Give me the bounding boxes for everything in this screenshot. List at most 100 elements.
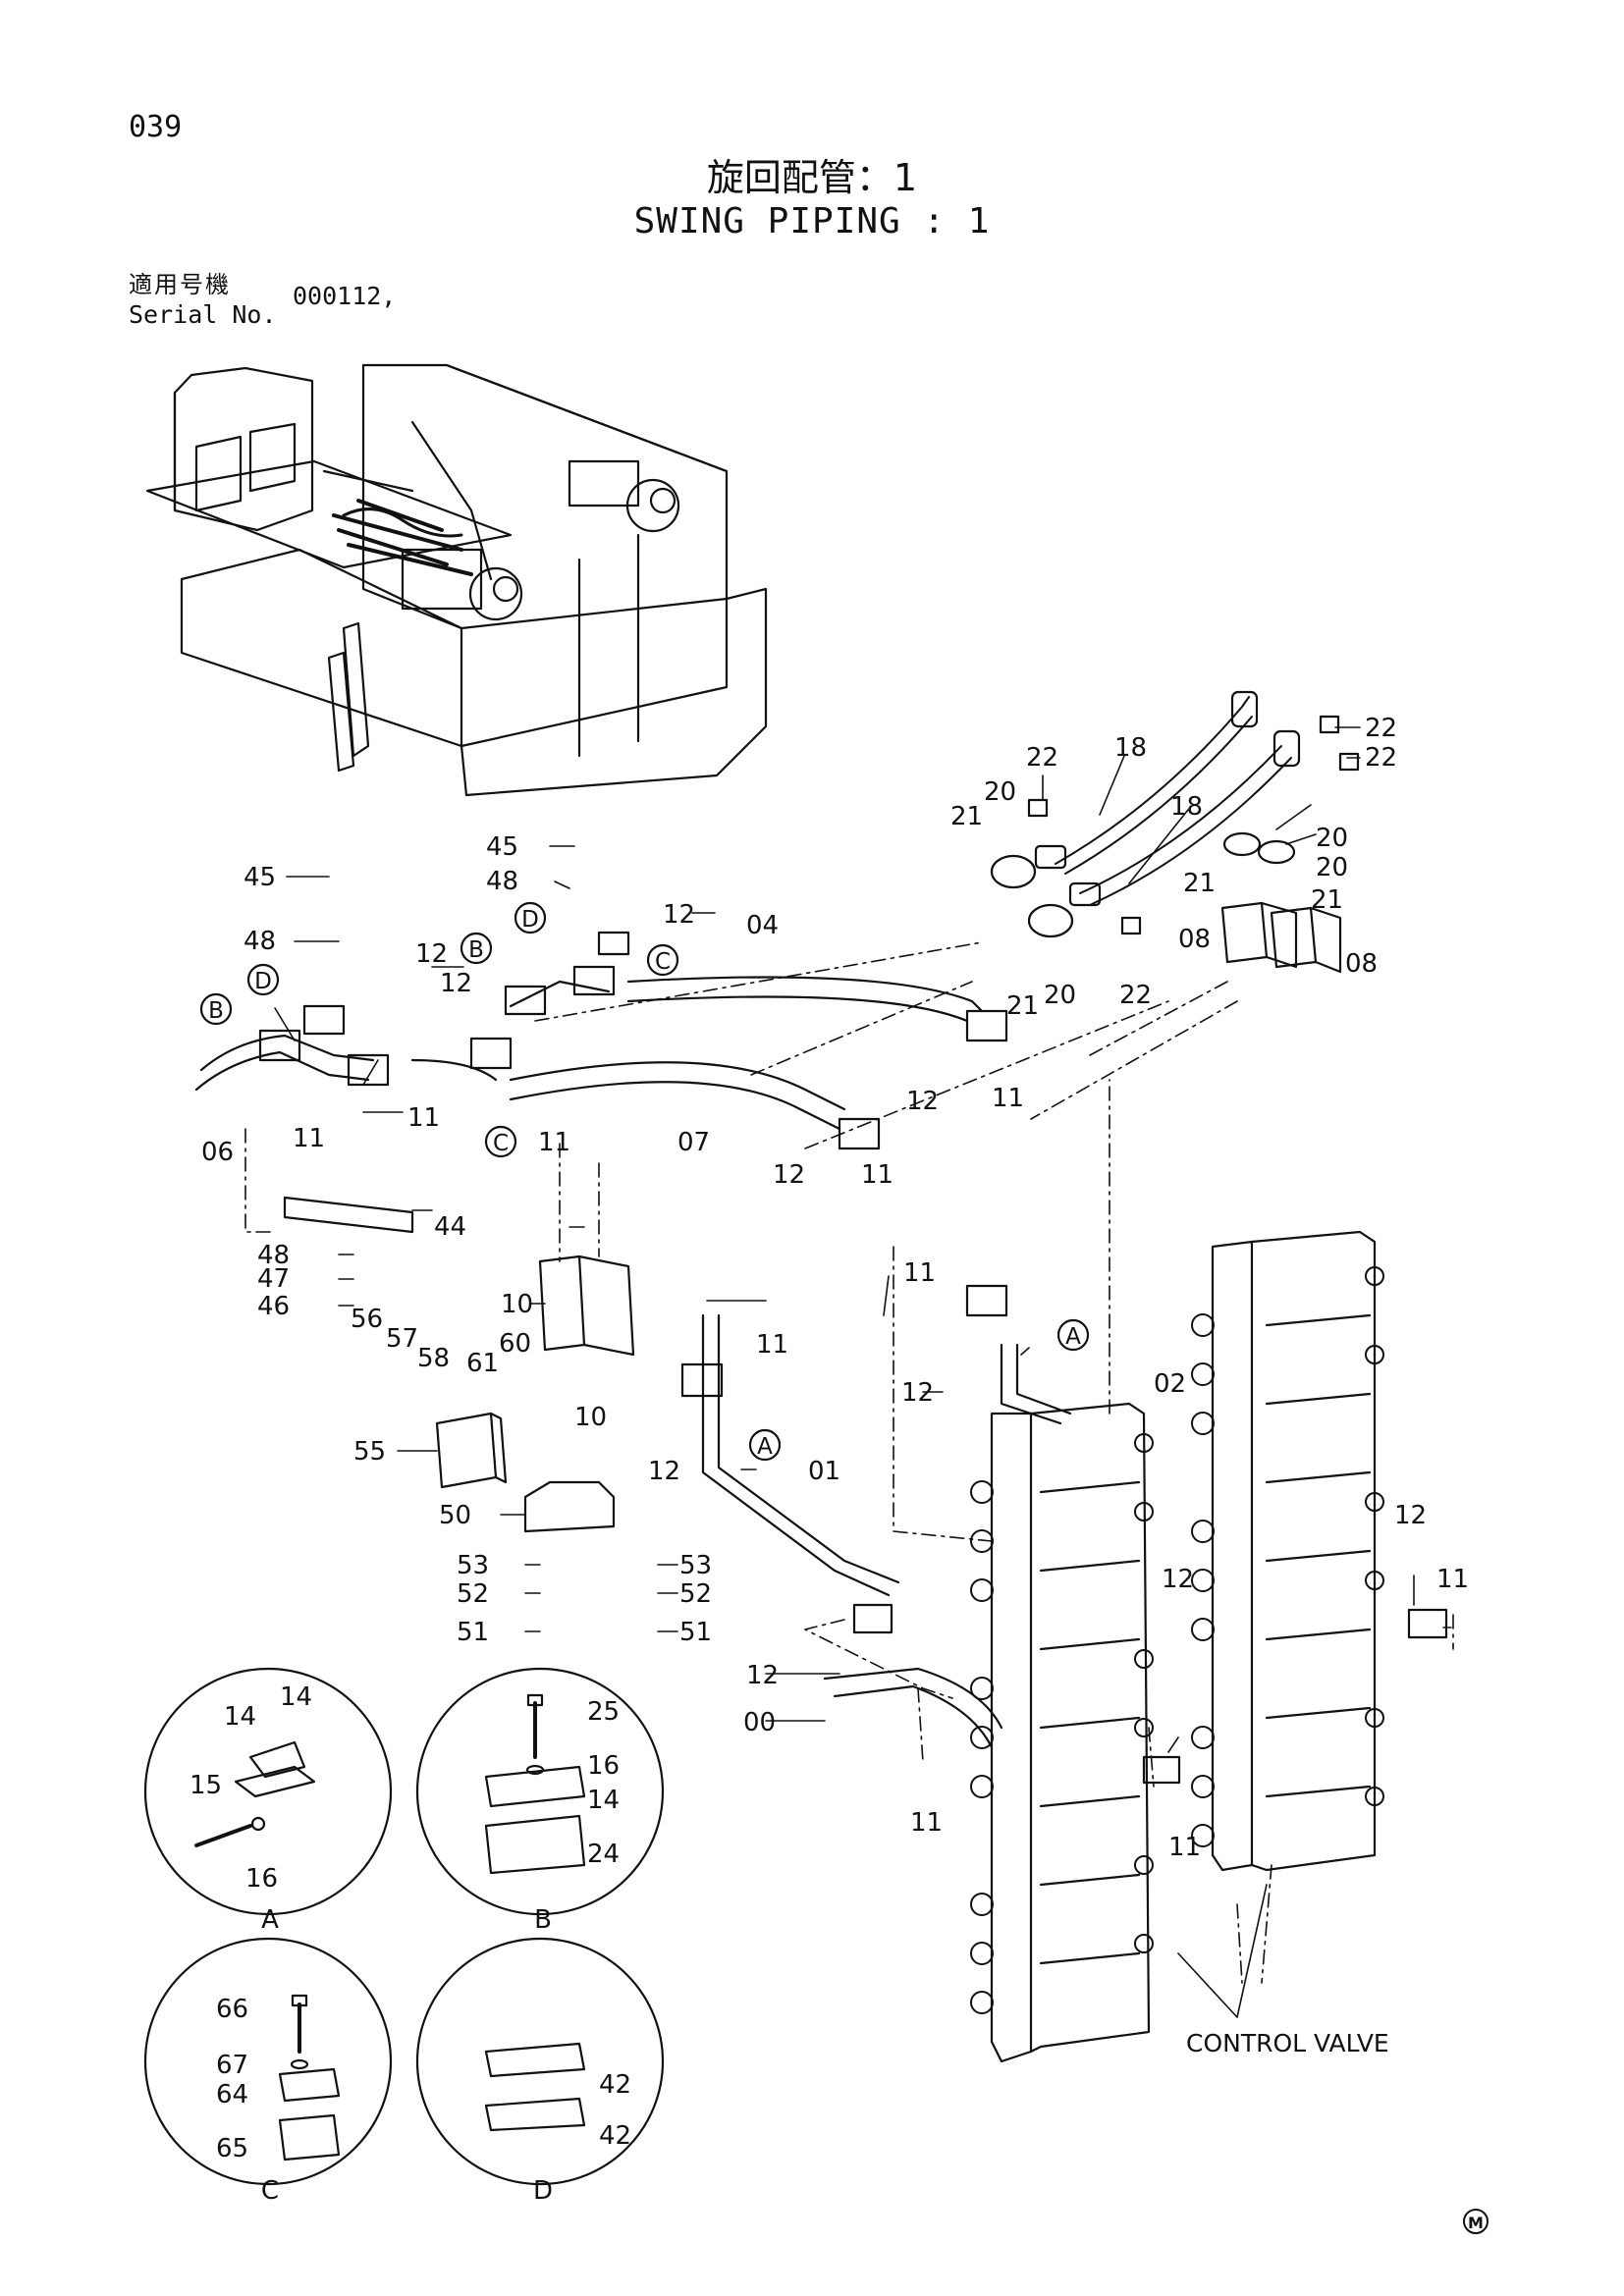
callout-a-upper: A bbox=[1065, 1324, 1081, 1350]
part-label-42: 42 bbox=[599, 2070, 631, 2100]
part-label-44: 44 bbox=[434, 1212, 466, 1242]
serial-label-jp: 適用号機 bbox=[129, 271, 231, 298]
callout-a-lower: A bbox=[757, 1434, 773, 1460]
part-label-64: 64 bbox=[216, 2080, 248, 2109]
part-label-15: 15 bbox=[189, 1771, 222, 1800]
part-label-11: 11 bbox=[903, 1258, 936, 1288]
part-label-12: 12 bbox=[1394, 1501, 1427, 1530]
part-label-04: 04 bbox=[746, 911, 779, 940]
part-label-14: 14 bbox=[587, 1786, 620, 1815]
part-label-22: 22 bbox=[1365, 714, 1397, 743]
detail-label-b: B bbox=[534, 1905, 552, 1935]
part-label-60: 60 bbox=[499, 1329, 531, 1359]
callout-circles: B D B D C C A A bbox=[199, 901, 1090, 1462]
part-label-66: 66 bbox=[216, 1995, 248, 2024]
callout-d-left: D bbox=[254, 969, 272, 994]
detail-view-b bbox=[415, 1667, 665, 1916]
part-label-12: 12 bbox=[648, 1457, 680, 1486]
part-label-51: 51 bbox=[679, 1618, 712, 1647]
detail-view-d bbox=[415, 1937, 665, 2186]
callout-b-left: B bbox=[208, 998, 224, 1024]
part-label-07: 07 bbox=[677, 1128, 710, 1157]
part-label-11: 11 bbox=[407, 1103, 440, 1133]
part-label-25: 25 bbox=[587, 1697, 620, 1727]
part-label-47: 47 bbox=[257, 1264, 290, 1294]
part-label-08: 08 bbox=[1345, 949, 1378, 979]
copyright-mark-letter: M bbox=[1468, 2214, 1484, 2232]
part-label-50: 50 bbox=[439, 1501, 471, 1530]
part-label-48: 48 bbox=[486, 867, 518, 896]
part-label-18: 18 bbox=[1170, 792, 1203, 822]
part-label-61: 61 bbox=[466, 1349, 499, 1378]
part-label-42: 42 bbox=[599, 2121, 631, 2151]
part-label-11: 11 bbox=[293, 1124, 325, 1153]
machine-overview-illustration bbox=[145, 363, 768, 797]
serial-label-en: Serial No. bbox=[129, 300, 277, 329]
part-label-11: 11 bbox=[756, 1330, 788, 1360]
part-label-14: 14 bbox=[280, 1682, 312, 1712]
part-label-20: 20 bbox=[1316, 824, 1348, 853]
part-label-11: 11 bbox=[538, 1128, 570, 1157]
main-pipes bbox=[194, 976, 1072, 1749]
part-label-12: 12 bbox=[440, 969, 472, 998]
control-valve-label: CONTROL VALVE bbox=[1186, 2029, 1389, 2057]
part-label-46: 46 bbox=[257, 1292, 290, 1321]
part-label-45: 45 bbox=[486, 832, 518, 862]
callout-d-mid: D bbox=[521, 907, 539, 933]
part-label-11: 11 bbox=[910, 1808, 943, 1838]
part-label-55: 55 bbox=[353, 1437, 386, 1467]
part-label-11: 11 bbox=[861, 1160, 893, 1190]
page-number: 039 bbox=[129, 110, 183, 144]
part-label-12: 12 bbox=[1162, 1565, 1194, 1594]
page-title-en: SWING PIPING : 1 bbox=[633, 201, 991, 241]
part-label-21: 21 bbox=[1183, 869, 1216, 898]
hose-18-assemblies bbox=[990, 690, 1360, 974]
part-label-21: 21 bbox=[1311, 885, 1343, 915]
part-label-16: 16 bbox=[245, 1864, 278, 1894]
part-label-21: 21 bbox=[950, 802, 983, 831]
leader-lines bbox=[244, 726, 1454, 2018]
page-title-jp: 旋回配管：1 bbox=[706, 156, 918, 199]
part-label-51: 51 bbox=[457, 1618, 489, 1647]
part-label-53: 53 bbox=[457, 1551, 489, 1580]
detail-view-c bbox=[143, 1937, 393, 2186]
part-label-20: 20 bbox=[984, 777, 1016, 807]
serial-value: 000112, bbox=[293, 282, 397, 310]
part-label-01: 01 bbox=[808, 1457, 840, 1486]
part-label-12: 12 bbox=[901, 1378, 934, 1408]
part-label-12: 12 bbox=[415, 939, 448, 969]
part-label-45: 45 bbox=[244, 863, 276, 892]
part-label-57: 57 bbox=[386, 1324, 418, 1354]
detail-label-d: D bbox=[533, 2176, 553, 2206]
part-label-20: 20 bbox=[1316, 853, 1348, 882]
part-label-00: 00 bbox=[743, 1708, 776, 1737]
part-label-14: 14 bbox=[224, 1702, 256, 1732]
part-label-22: 22 bbox=[1119, 981, 1152, 1010]
part-label-02: 02 bbox=[1154, 1369, 1186, 1399]
callout-c-lower: C bbox=[493, 1131, 509, 1156]
part-label-12: 12 bbox=[773, 1160, 805, 1190]
part-label-56: 56 bbox=[351, 1305, 383, 1334]
part-label-67: 67 bbox=[216, 2051, 248, 2080]
callout-c-upper: C bbox=[655, 949, 671, 975]
part-label-11: 11 bbox=[1436, 1565, 1469, 1594]
part-label-12: 12 bbox=[906, 1087, 939, 1116]
part-label-21: 21 bbox=[1006, 991, 1039, 1021]
part-label-08: 08 bbox=[1178, 925, 1211, 954]
part-label-58: 58 bbox=[417, 1344, 450, 1373]
part-label-48: 48 bbox=[244, 927, 276, 956]
part-label-06: 06 bbox=[201, 1138, 234, 1167]
detail-view-a bbox=[143, 1667, 393, 1916]
part-label-52: 52 bbox=[679, 1579, 712, 1609]
part-label-10: 10 bbox=[574, 1403, 607, 1432]
detail-label-a: A bbox=[261, 1905, 279, 1935]
clamps-and-brackets bbox=[258, 931, 1448, 1785]
part-label-53: 53 bbox=[679, 1551, 712, 1580]
part-label-12: 12 bbox=[746, 1661, 779, 1690]
part-number-labels: 22 22 22 22 18 18 20 20 20 20 21 21 21 2… bbox=[189, 714, 1469, 2163]
part-label-10: 10 bbox=[501, 1290, 533, 1319]
control-valve-stacks bbox=[970, 1230, 1384, 2063]
part-label-65: 65 bbox=[216, 2134, 248, 2163]
part-label-52: 52 bbox=[457, 1579, 489, 1609]
